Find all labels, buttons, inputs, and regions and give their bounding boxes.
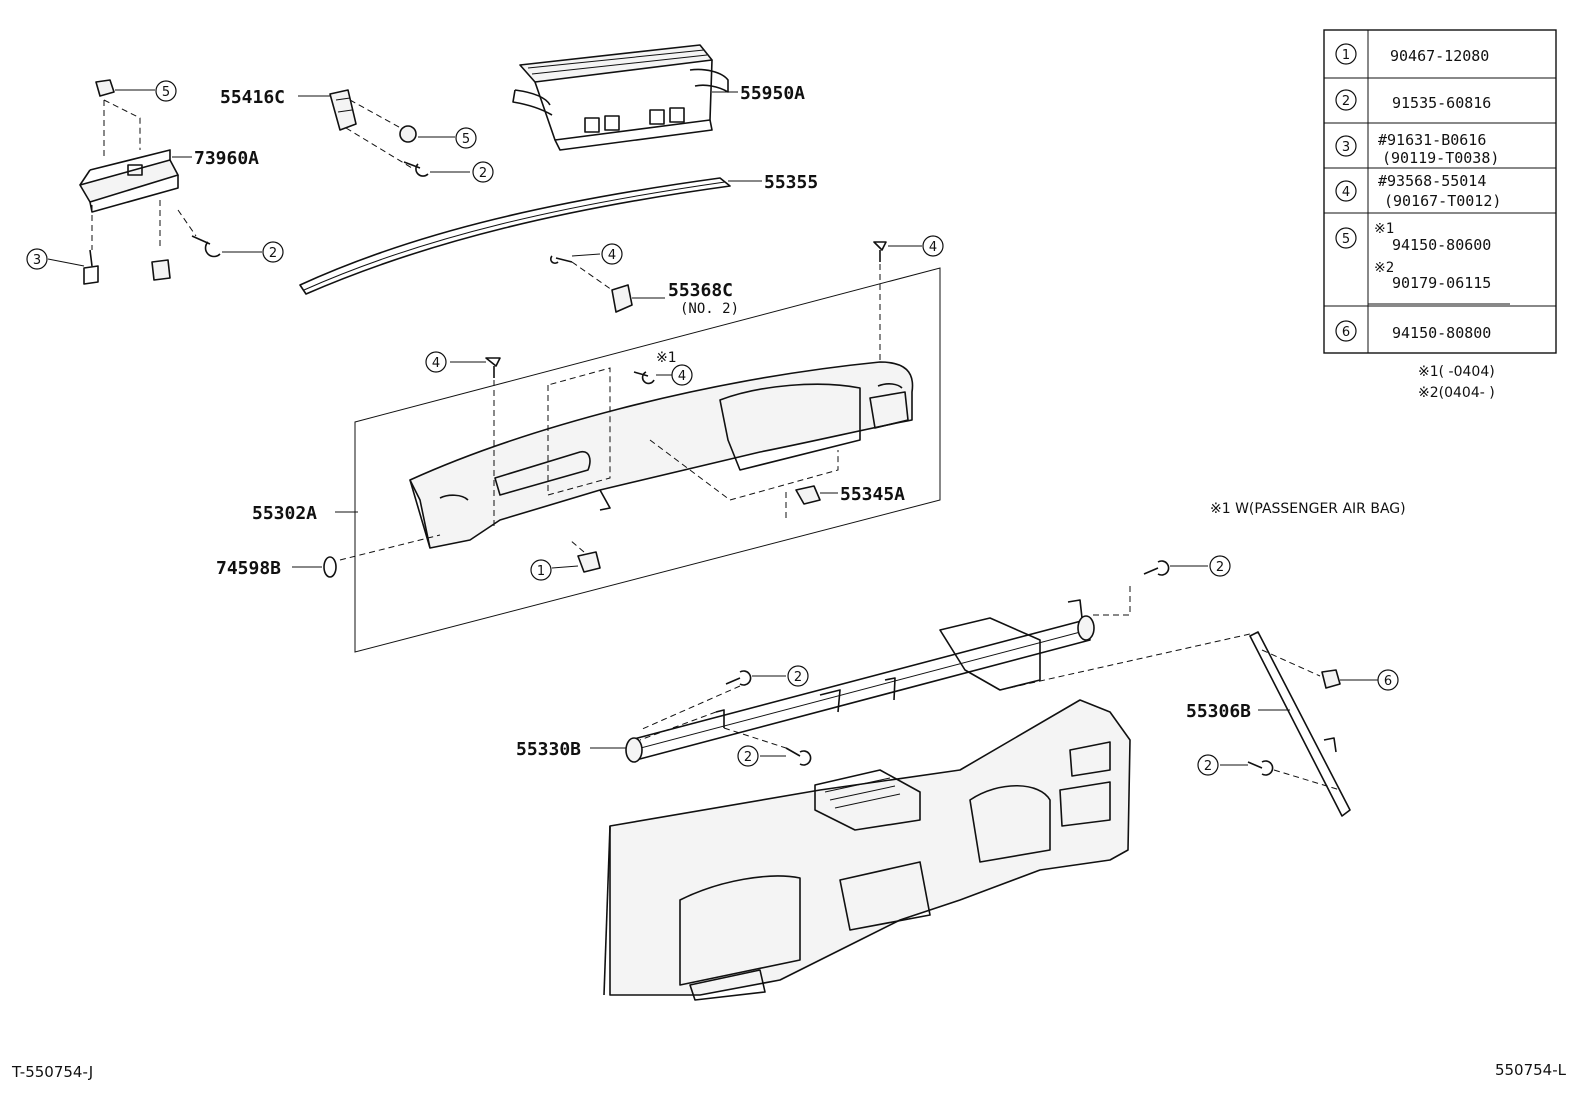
svg-text:2: 2 <box>794 670 802 685</box>
table-row-5-part-b: 90179-06115 <box>1392 274 1491 292</box>
callout-3: 3 <box>26 248 48 270</box>
svg-text:5: 5 <box>162 85 170 100</box>
label-55330B: 55330B <box>516 739 581 760</box>
table-row-5-note-2: ※2 <box>1374 260 1394 276</box>
defroster-nozzle-part <box>512 44 729 151</box>
callout-4-c: 4 <box>425 351 447 373</box>
svg-text:2: 2 <box>479 166 487 181</box>
table-row-2-part: 91535-60816 <box>1392 94 1491 112</box>
callout-2-c: 2 <box>1209 555 1231 577</box>
pad-assembly-frame <box>354 267 941 653</box>
svg-text:2: 2 <box>1204 759 1212 774</box>
svg-text:2: 2 <box>1216 560 1224 575</box>
callout-2-e: 2 <box>737 745 759 767</box>
table-row-4-part-a: #93568-55014 <box>1378 172 1486 190</box>
label-74598B: 74598B <box>216 558 281 579</box>
footer-right-code: 550754-L <box>1495 1061 1567 1079</box>
svg-text:3: 3 <box>33 253 41 268</box>
table-row-1-part: 90467-12080 <box>1390 47 1489 65</box>
label-55368C-sub: (NO. 2) <box>680 301 739 317</box>
label-73960A: 73960A <box>194 148 259 169</box>
svg-text:2: 2 <box>269 246 277 261</box>
label-55345A: 55345A <box>840 484 905 505</box>
svg-text:1: 1 <box>537 564 545 579</box>
table-row-4-part-b: (90167-T0012) <box>1384 192 1501 210</box>
table-row-4-num: 4 <box>1342 185 1350 200</box>
reinforcement-bar-part <box>625 599 1095 763</box>
footer-left-code: T-550754-J <box>11 1063 93 1081</box>
label-55950A: 55950A <box>740 83 805 104</box>
callout-2-a: 2 <box>472 161 494 183</box>
table-footnote-2: ※2(0404- ) <box>1418 385 1495 401</box>
part-number-table: 1 90467-12080 2 91535-60816 3 #91631-B06… <box>1323 29 1557 354</box>
label-55306B: 55306B <box>1186 701 1251 722</box>
table-row-6-num: 6 <box>1342 325 1350 340</box>
instrument-panel-lower-part <box>603 699 1131 1001</box>
callout-2-b: 2 <box>262 241 284 263</box>
callout-2-d: 2 <box>787 665 809 687</box>
table-row-6-part: 94150-80800 <box>1392 324 1491 342</box>
passenger-airbag-note: ※1 W(PASSENGER AIR BAG) <box>1210 501 1406 517</box>
table-row-3-num: 3 <box>1342 140 1350 155</box>
clip-55368C-part <box>611 284 633 313</box>
label-55355: 55355 <box>764 172 818 193</box>
airbag-module-part <box>79 149 179 213</box>
callout-1: 1 <box>530 559 552 581</box>
label-55416C: 55416C <box>220 87 285 108</box>
svg-text:4: 4 <box>432 356 440 371</box>
callout-4-a: 4 <box>601 243 623 265</box>
callout-5-b: 5 <box>455 127 477 149</box>
svg-text:4: 4 <box>678 369 686 384</box>
table-row-2-num: 2 <box>1342 94 1350 109</box>
table-row-3-part-a: #91631-B0616 <box>1378 131 1486 149</box>
molding-strip-part <box>299 177 731 295</box>
label-55302A: 55302A <box>252 503 317 524</box>
table-row-1-num: 1 <box>1342 48 1350 63</box>
table-row-5-note-1: ※1 <box>1374 221 1394 237</box>
svg-text:2: 2 <box>744 750 752 765</box>
dashboard-pad-part <box>409 361 914 549</box>
brace-55306B-part <box>1249 631 1351 817</box>
svg-text:4: 4 <box>929 240 937 255</box>
table-row-5-part-a: 94150-80600 <box>1392 236 1491 254</box>
callout-2-f: 2 <box>1197 754 1219 776</box>
table-row-3-part-b: (90119-T0038) <box>1382 149 1499 167</box>
callout-6: 6 <box>1377 669 1399 691</box>
table-footnote-1: ※1( -0404) <box>1418 364 1495 380</box>
callout-4-b: 4 <box>922 235 944 257</box>
note-mark-1: ※1 <box>656 350 677 366</box>
svg-text:4: 4 <box>608 248 616 263</box>
svg-text:5: 5 <box>462 132 470 147</box>
bracket-55416C-part <box>329 89 357 131</box>
svg-text:6: 6 <box>1384 674 1392 689</box>
label-55368C: 55368C <box>668 280 733 301</box>
table-row-5-num: 5 <box>1342 232 1350 247</box>
callout-5-a: 5 <box>155 80 177 102</box>
callout-4-d: 4 <box>671 364 693 386</box>
